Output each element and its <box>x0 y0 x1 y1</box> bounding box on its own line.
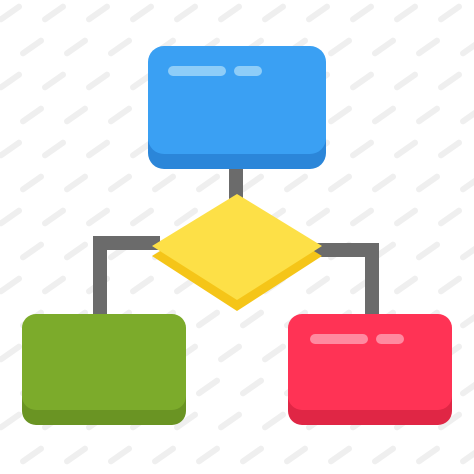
left-process-box <box>22 314 186 425</box>
top-box-highlight <box>168 66 226 76</box>
decision-diamond-face <box>152 194 322 300</box>
connector-top-stem <box>229 166 243 202</box>
top-box-highlight-short <box>234 66 262 76</box>
connector-left-elbow <box>93 236 160 318</box>
top-box-face <box>148 46 326 154</box>
right-box-face <box>288 314 452 410</box>
right-process-box <box>288 314 452 425</box>
right-box-highlight <box>310 334 368 344</box>
connector-right-elbow <box>314 243 379 318</box>
left-box-face <box>22 314 186 410</box>
connector-lines <box>93 166 379 318</box>
right-box-highlight-short <box>376 334 404 344</box>
top-process-box <box>148 46 326 169</box>
decision-diamond <box>152 194 322 311</box>
